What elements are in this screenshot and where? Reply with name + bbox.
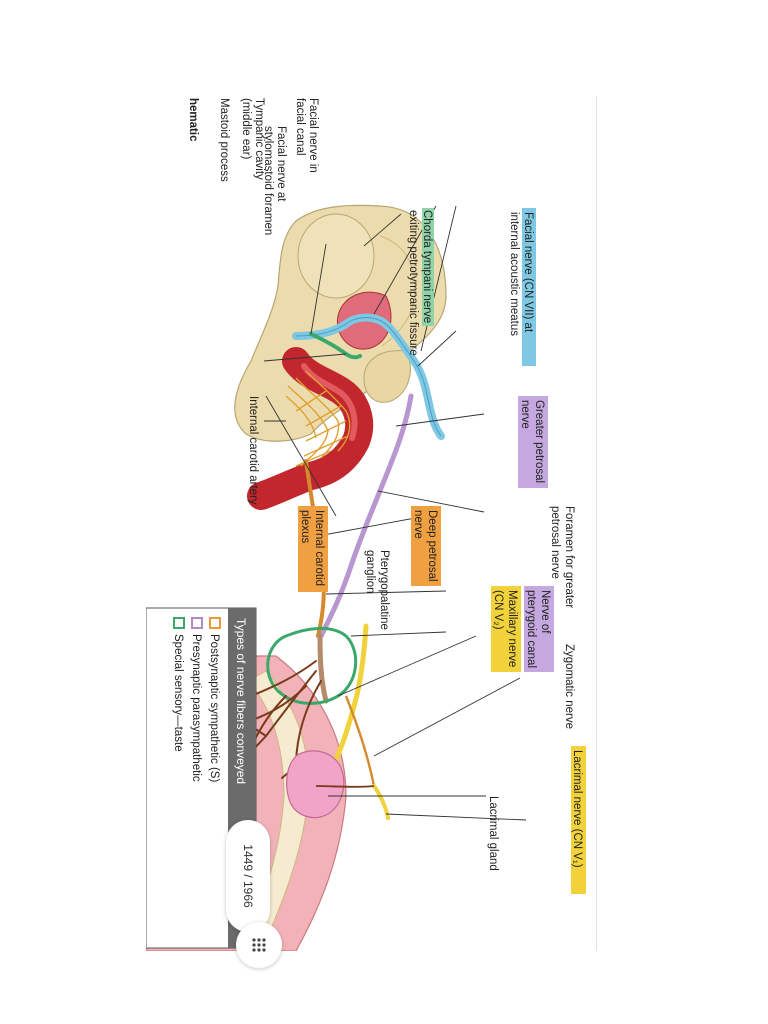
legend-label-special-sensory: Special sensory—taste (172, 634, 184, 752)
internal-carotid-plexus (285, 370, 351, 467)
page-counter-badge: 1449 / 1966 (226, 820, 270, 932)
facial-nerve-label-highlight (522, 208, 536, 366)
label-greater-petrosal-line2: nerve (519, 400, 531, 429)
leader-lines (263, 205, 527, 821)
label-maxillary-line1: Maxillary nerve (506, 590, 518, 667)
page-counter-text: 1449 / 1966 (241, 844, 255, 908)
grid-dots-icon (252, 938, 266, 952)
label-foramen-line2: petrosal nerve (549, 506, 561, 579)
label-tympanic-line2: (middle ear) (240, 98, 252, 160)
label-maxillary-line2: (CN V₂) (492, 590, 504, 630)
artery-highlight (301, 363, 358, 441)
mastoid-process (297, 213, 375, 299)
facial-nerve-edge (295, 317, 442, 437)
label-tympanic-line1: Tympanic cavity (253, 98, 265, 180)
label-facial-canal-line1: Facial nerve in (307, 98, 319, 173)
label-stylomastoid-line1: Facial nerve at (275, 126, 287, 202)
label-deep-petrosal-line1: Deep petrosal (426, 510, 438, 582)
maxillary-highlight (491, 586, 521, 672)
legend-label-postsynaptic-sympathetic: Postsynaptic sympathetic (S) (208, 634, 220, 782)
lacrimal-gland-nerve (315, 785, 375, 788)
deep-petrosal-highlight (411, 506, 441, 586)
nerve-of-pterygoid-canal (317, 633, 329, 704)
label-carotid-plexus-line1: Internal carotid (313, 510, 325, 586)
section-heading: hematic (187, 98, 199, 142)
label-chorda-line1: Chorda tympani nerve (421, 210, 433, 323)
facial-nerve-figure: hematic (146, 98, 586, 951)
label-mastoid: Mastoid process (218, 98, 230, 182)
label-deep-petrosal-line2: nerve (412, 510, 424, 539)
carotid-plexus-highlight (298, 506, 328, 592)
label-ptery-canal-line2: pterygoid canal (525, 590, 537, 668)
greater-petrosal-highlight (518, 396, 548, 488)
label-ptery-ganglion-line1: Pterygopalatine (378, 550, 390, 630)
label-facial-canal-line2: facial canal (294, 98, 306, 156)
label-greater-petrosal-line1: Greater petrosal (533, 400, 545, 483)
label-lacrimal-nerve: Lacrimal nerve (CN V₁) (571, 750, 583, 868)
label-foramen-line1: Foramen for greater (563, 506, 575, 608)
zygomatic-nerve (344, 695, 376, 787)
document-page: hematic (146, 96, 597, 951)
lacrimal-gland (286, 750, 345, 819)
label-internal-carotid-artery: Internal carotid artery (247, 396, 259, 505)
label-facial-cn7-line1: Facial nerve (CN VII) at (522, 212, 534, 333)
label-chorda-line2: exiting petrotympanic fissure (407, 210, 419, 356)
lacrimal-nerve-highlight (571, 746, 586, 894)
pterygopalatine-ganglion (266, 626, 358, 705)
chorda-label-highlight (422, 208, 434, 326)
pterygoid-canal-highlight (524, 586, 554, 672)
label-stylomastoid-line2: stylomastoid foramen (262, 126, 274, 235)
lacrimal-nerve (372, 784, 390, 820)
legend-swatch-presynaptic-parasympathetic (191, 617, 203, 629)
legend-label-presynaptic-parasympathetic: Presynaptic parasympathetic (190, 634, 202, 782)
rotated-figure-frame: hematic (146, 96, 596, 951)
greater-petrosal-nerve (318, 393, 414, 639)
grid-view-button[interactable] (236, 922, 282, 968)
label-carotid-plexus-line2: plexus (299, 510, 311, 543)
legend-swatch-special-sensory (173, 617, 185, 629)
petrous-region (363, 350, 411, 403)
label-ptery-ganglion-line2: ganglion (364, 550, 376, 593)
label-facial-cn7-line2: internal acoustic meatus (508, 212, 520, 336)
label-zygomatic: Zygomatic nerve (563, 644, 575, 729)
label-lacrimal-gland: Lacrimal gland (487, 796, 499, 871)
label-ptery-canal-line1: Nerve of (539, 590, 551, 634)
legend-swatch-postsynaptic-sympathetic (209, 617, 221, 629)
legend-title: Types of nerve fibers conveyed (234, 618, 248, 784)
